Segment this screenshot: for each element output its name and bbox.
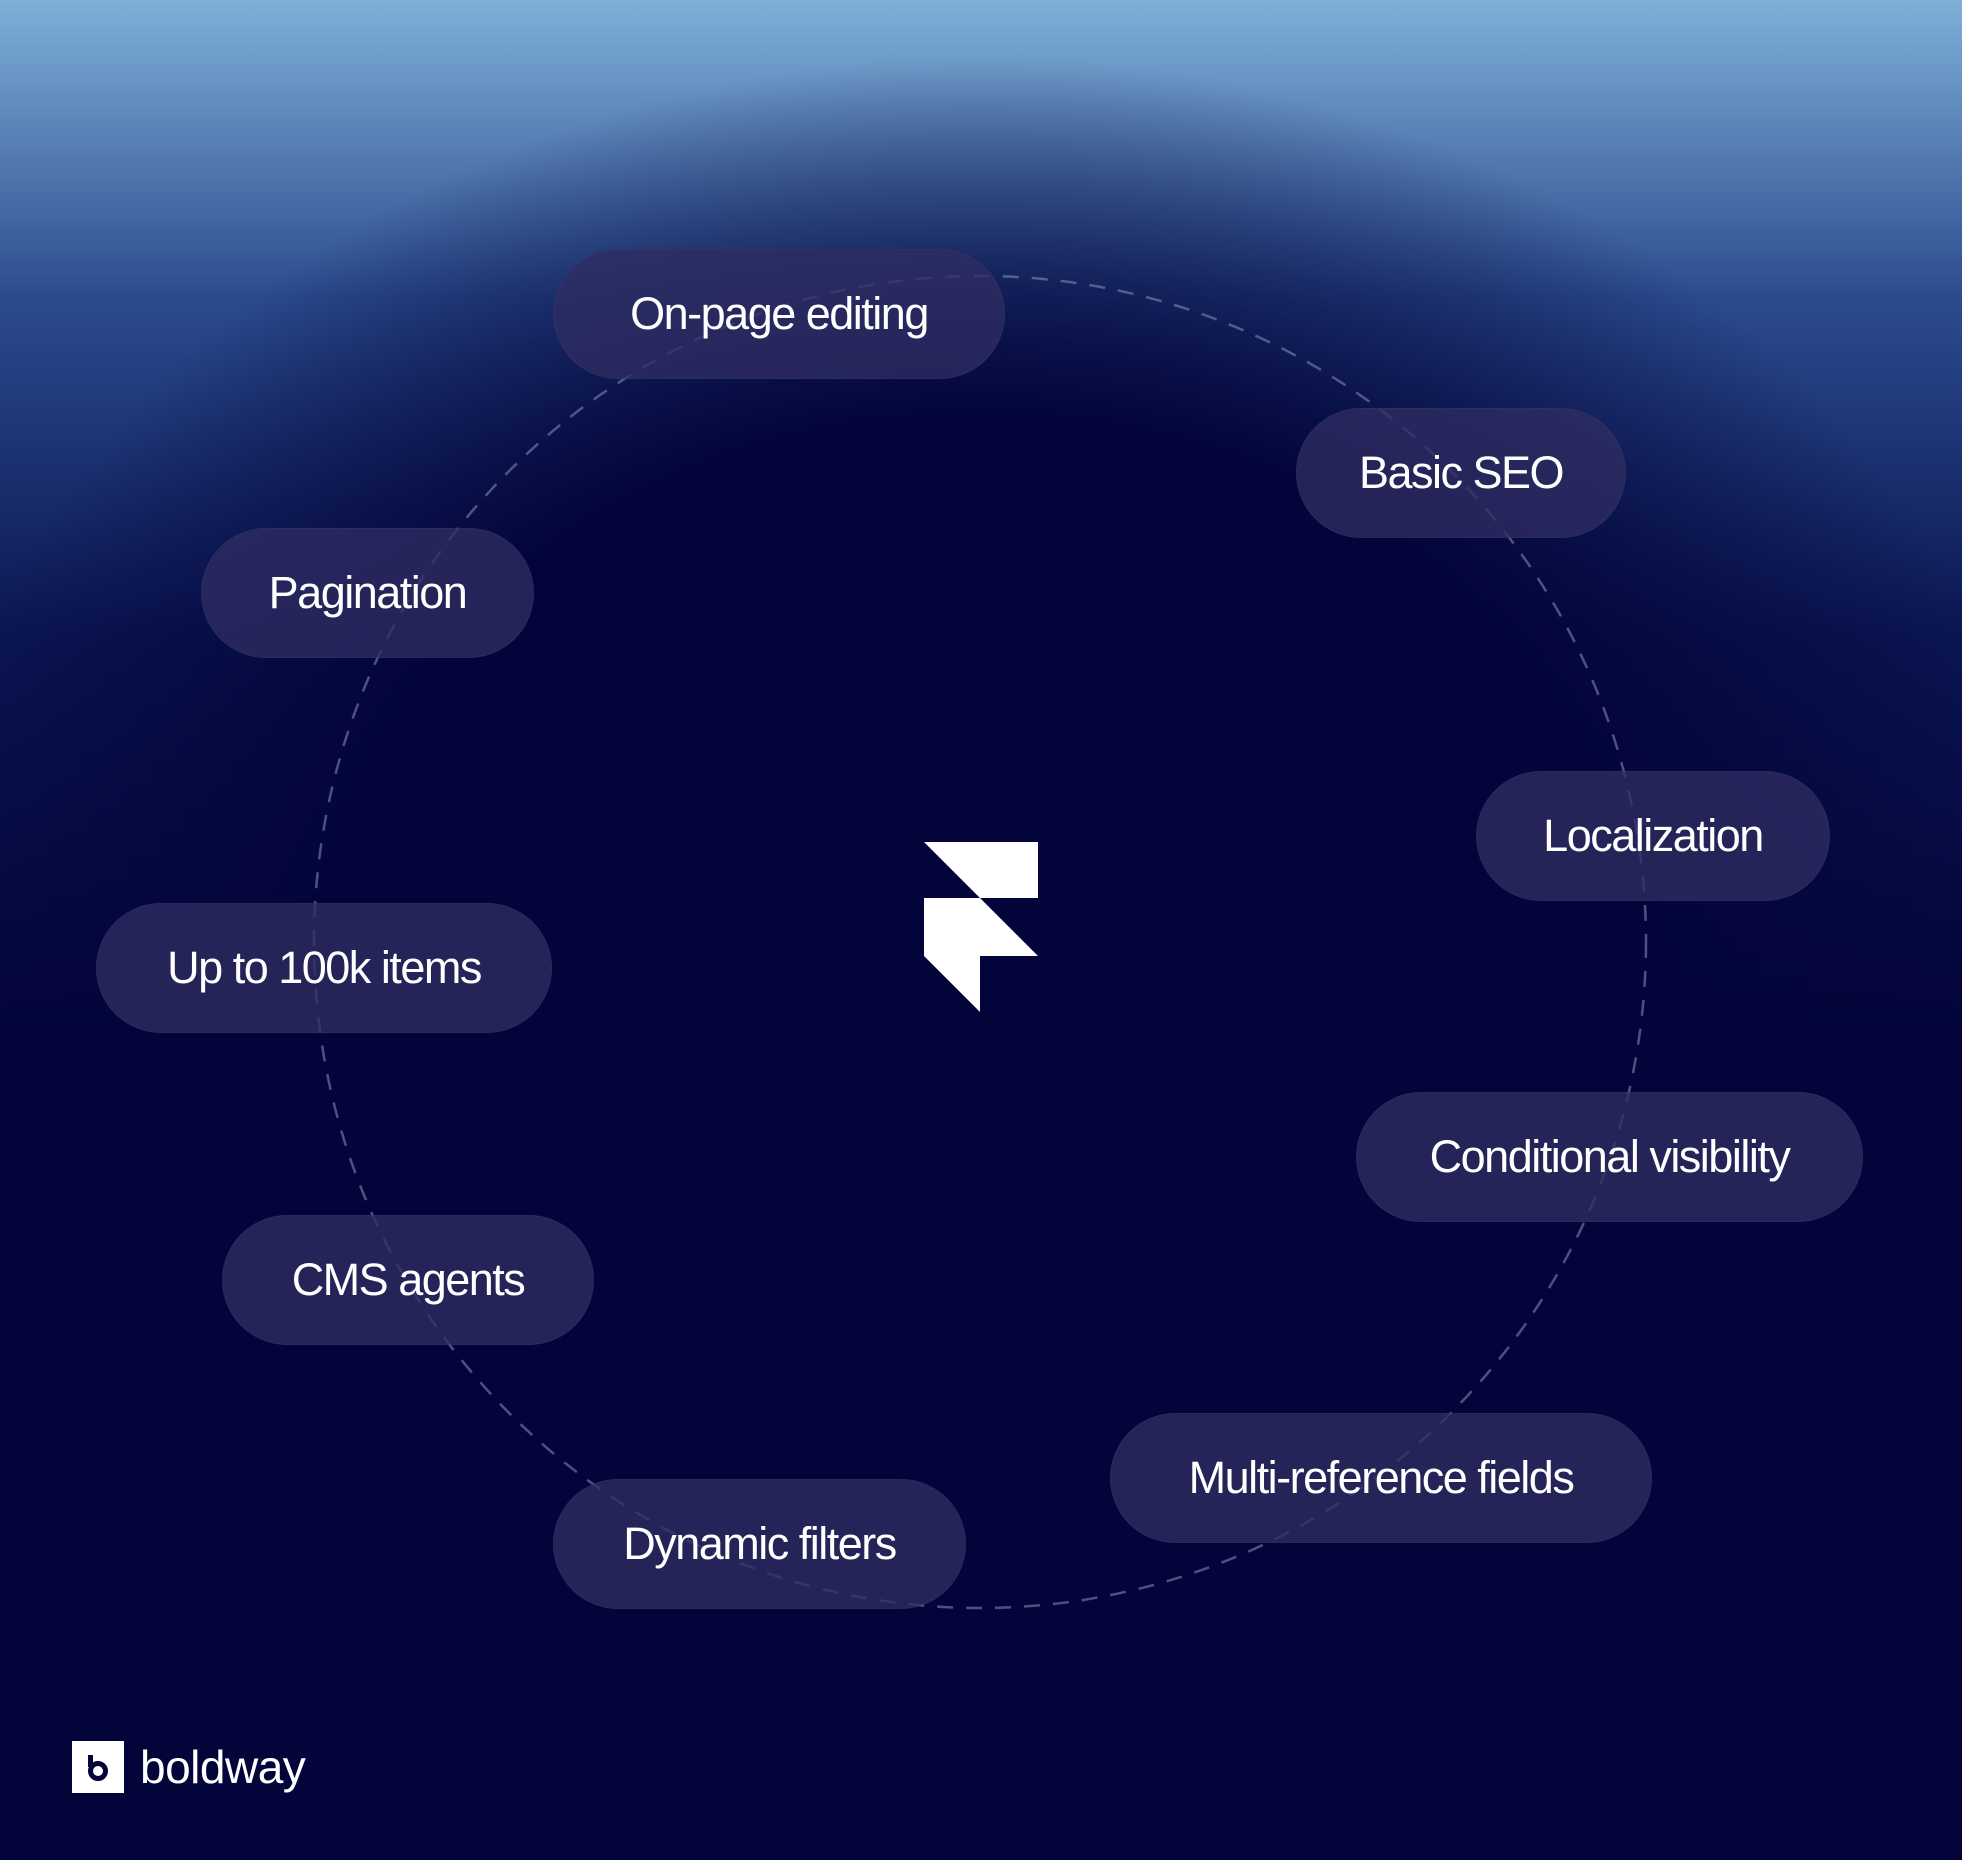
brand-logo: boldway — [72, 1740, 306, 1794]
feature-multi-reference-fields: Multi-reference fields — [1110, 1413, 1652, 1543]
feature-pagination: Pagination — [201, 528, 534, 658]
brand-name: boldway — [140, 1741, 306, 1793]
feature-conditional-visibility: Conditional visibility — [1356, 1092, 1863, 1222]
feature-cms-agents: CMS agents — [222, 1215, 594, 1345]
feature-basic-seo: Basic SEO — [1296, 408, 1626, 538]
framer-logo-icon — [924, 842, 1038, 1012]
feature-dynamic-filters: Dynamic filters — [553, 1479, 966, 1609]
feature-localization: Localization — [1476, 771, 1830, 901]
boldway-b-icon — [72, 1741, 124, 1793]
feature-on-page-editing: On-page editing — [553, 249, 1005, 379]
feature-up-to-100k-items: Up to 100k items — [96, 903, 552, 1033]
